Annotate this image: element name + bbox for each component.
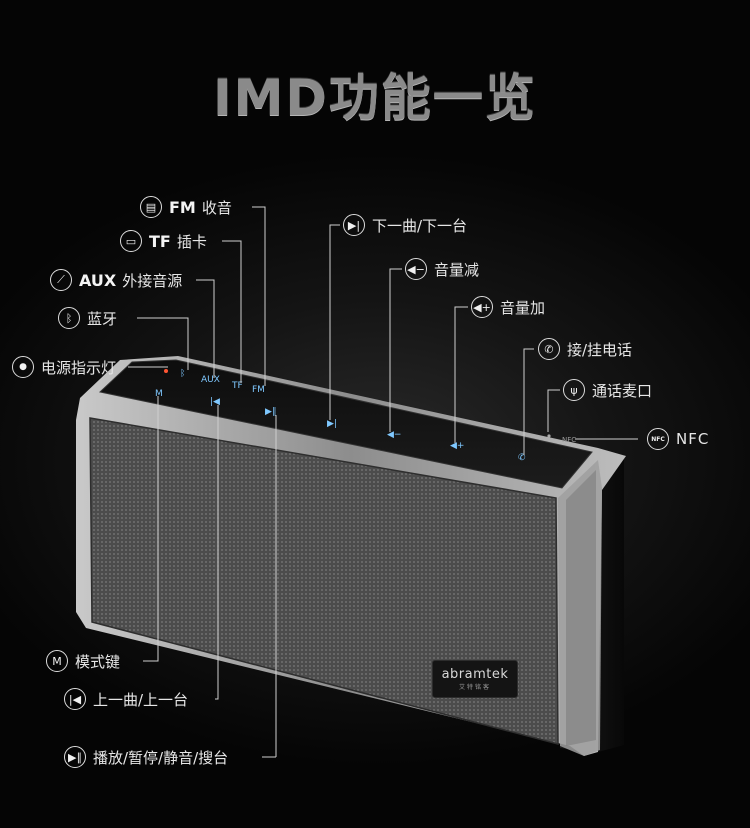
label-tf-text: 插卡 bbox=[176, 232, 207, 251]
label-volume-up: ◀+ 音量加 bbox=[471, 296, 545, 318]
label-power-indicator: ● 电源指示灯 bbox=[12, 356, 116, 378]
label-next-text: 下一曲/下一台 bbox=[372, 216, 468, 235]
label-microphone: ψ 通话麦口 bbox=[563, 379, 652, 401]
label-call-text: 接/挂电话 bbox=[567, 340, 633, 359]
label-fm-radio: ▤ FM 收音 bbox=[140, 196, 232, 218]
label-aux-input: ⟋ AUX 外接音源 bbox=[50, 269, 182, 291]
microphone-icon: ψ bbox=[563, 379, 585, 401]
label-fm-bold: FM bbox=[169, 197, 196, 217]
svg-text:◀+: ◀+ bbox=[450, 441, 464, 451]
panel-aux: AUX bbox=[201, 375, 220, 385]
panel-bt-glyph: ᛒ bbox=[180, 368, 185, 379]
label-next-track: ▶| 下一曲/下一台 bbox=[343, 214, 467, 236]
volume-down-icon: ◀− bbox=[405, 258, 427, 280]
label-play-text: 播放/暂停/静音/搜台 bbox=[93, 748, 229, 767]
label-fm-text: 收音 bbox=[201, 198, 232, 217]
mode-key-icon: M bbox=[46, 650, 68, 672]
label-bluetooth: ᛒ 蓝牙 bbox=[58, 307, 117, 329]
radio-icon: ▤ bbox=[140, 196, 162, 218]
phone-icon: ✆ bbox=[538, 338, 560, 360]
power-led bbox=[164, 369, 168, 373]
svg-text:▶|: ▶| bbox=[327, 419, 337, 429]
label-bluetooth-text: 蓝牙 bbox=[87, 309, 118, 328]
leader-lines bbox=[128, 206, 638, 758]
label-phone-call: ✆ 接/挂电话 bbox=[538, 338, 632, 360]
panel-fm: FM bbox=[252, 385, 265, 395]
label-tf-bold: TF bbox=[149, 231, 171, 251]
label-mode-text: 模式键 bbox=[75, 652, 121, 671]
label-play-pause: ▶∥ 播放/暂停/静音/搜台 bbox=[64, 746, 228, 768]
label-nfc-text: NFC bbox=[676, 430, 710, 448]
touch-keys: ᛒ AUX TF FM M |◀ ▶∥ ▶| ◀− ◀+ ✆ NFC bbox=[155, 368, 576, 463]
svg-text:M: M bbox=[155, 389, 163, 399]
label-tf-card: ▭ TF 插卡 bbox=[120, 230, 207, 252]
label-mode-key: M 模式键 bbox=[46, 650, 120, 672]
svg-text:|◀: |◀ bbox=[210, 397, 220, 407]
panel-tf: TF bbox=[231, 381, 243, 391]
svg-text:▶∥: ▶∥ bbox=[265, 407, 276, 417]
sd-card-icon: ▭ bbox=[120, 230, 142, 252]
label-aux-text: 外接音源 bbox=[122, 271, 183, 290]
page-title: IMD功能一览 bbox=[213, 69, 537, 127]
next-track-icon: ▶| bbox=[343, 214, 365, 236]
label-vol-down-text: 音量减 bbox=[434, 260, 480, 279]
label-volume-down: ◀− 音量减 bbox=[405, 258, 479, 280]
svg-text:✆: ✆ bbox=[518, 453, 526, 463]
play-pause-icon: ▶∥ bbox=[64, 746, 86, 768]
label-aux-bold: AUX bbox=[79, 270, 117, 290]
label-prev-text: 上一曲/上一台 bbox=[93, 690, 189, 709]
nfc-icon: NFC bbox=[647, 428, 669, 450]
label-power-text: 电源指示灯 bbox=[41, 358, 117, 377]
previous-track-icon: |◀ bbox=[64, 688, 86, 710]
bluetooth-icon: ᛒ bbox=[58, 307, 80, 329]
volume-up-icon: ◀+ bbox=[471, 296, 493, 318]
brand-name: abramtek bbox=[441, 667, 509, 682]
svg-text:NFC: NFC bbox=[562, 436, 576, 444]
svg-text:◀−: ◀− bbox=[387, 430, 401, 440]
brand-logo-plate: abramtek 艾特铭客 bbox=[432, 660, 518, 698]
label-vol-up-text: 音量加 bbox=[500, 298, 546, 317]
brand-subname: 艾特铭客 bbox=[458, 684, 491, 691]
aux-cable-icon: ⟋ bbox=[50, 269, 72, 291]
label-mic-text: 通话麦口 bbox=[592, 381, 653, 400]
power-indicator-icon: ● bbox=[12, 356, 34, 378]
label-nfc: NFC NFC bbox=[647, 428, 709, 450]
touch-panel bbox=[98, 359, 593, 489]
label-previous-track: |◀ 上一曲/上一台 bbox=[64, 688, 188, 710]
